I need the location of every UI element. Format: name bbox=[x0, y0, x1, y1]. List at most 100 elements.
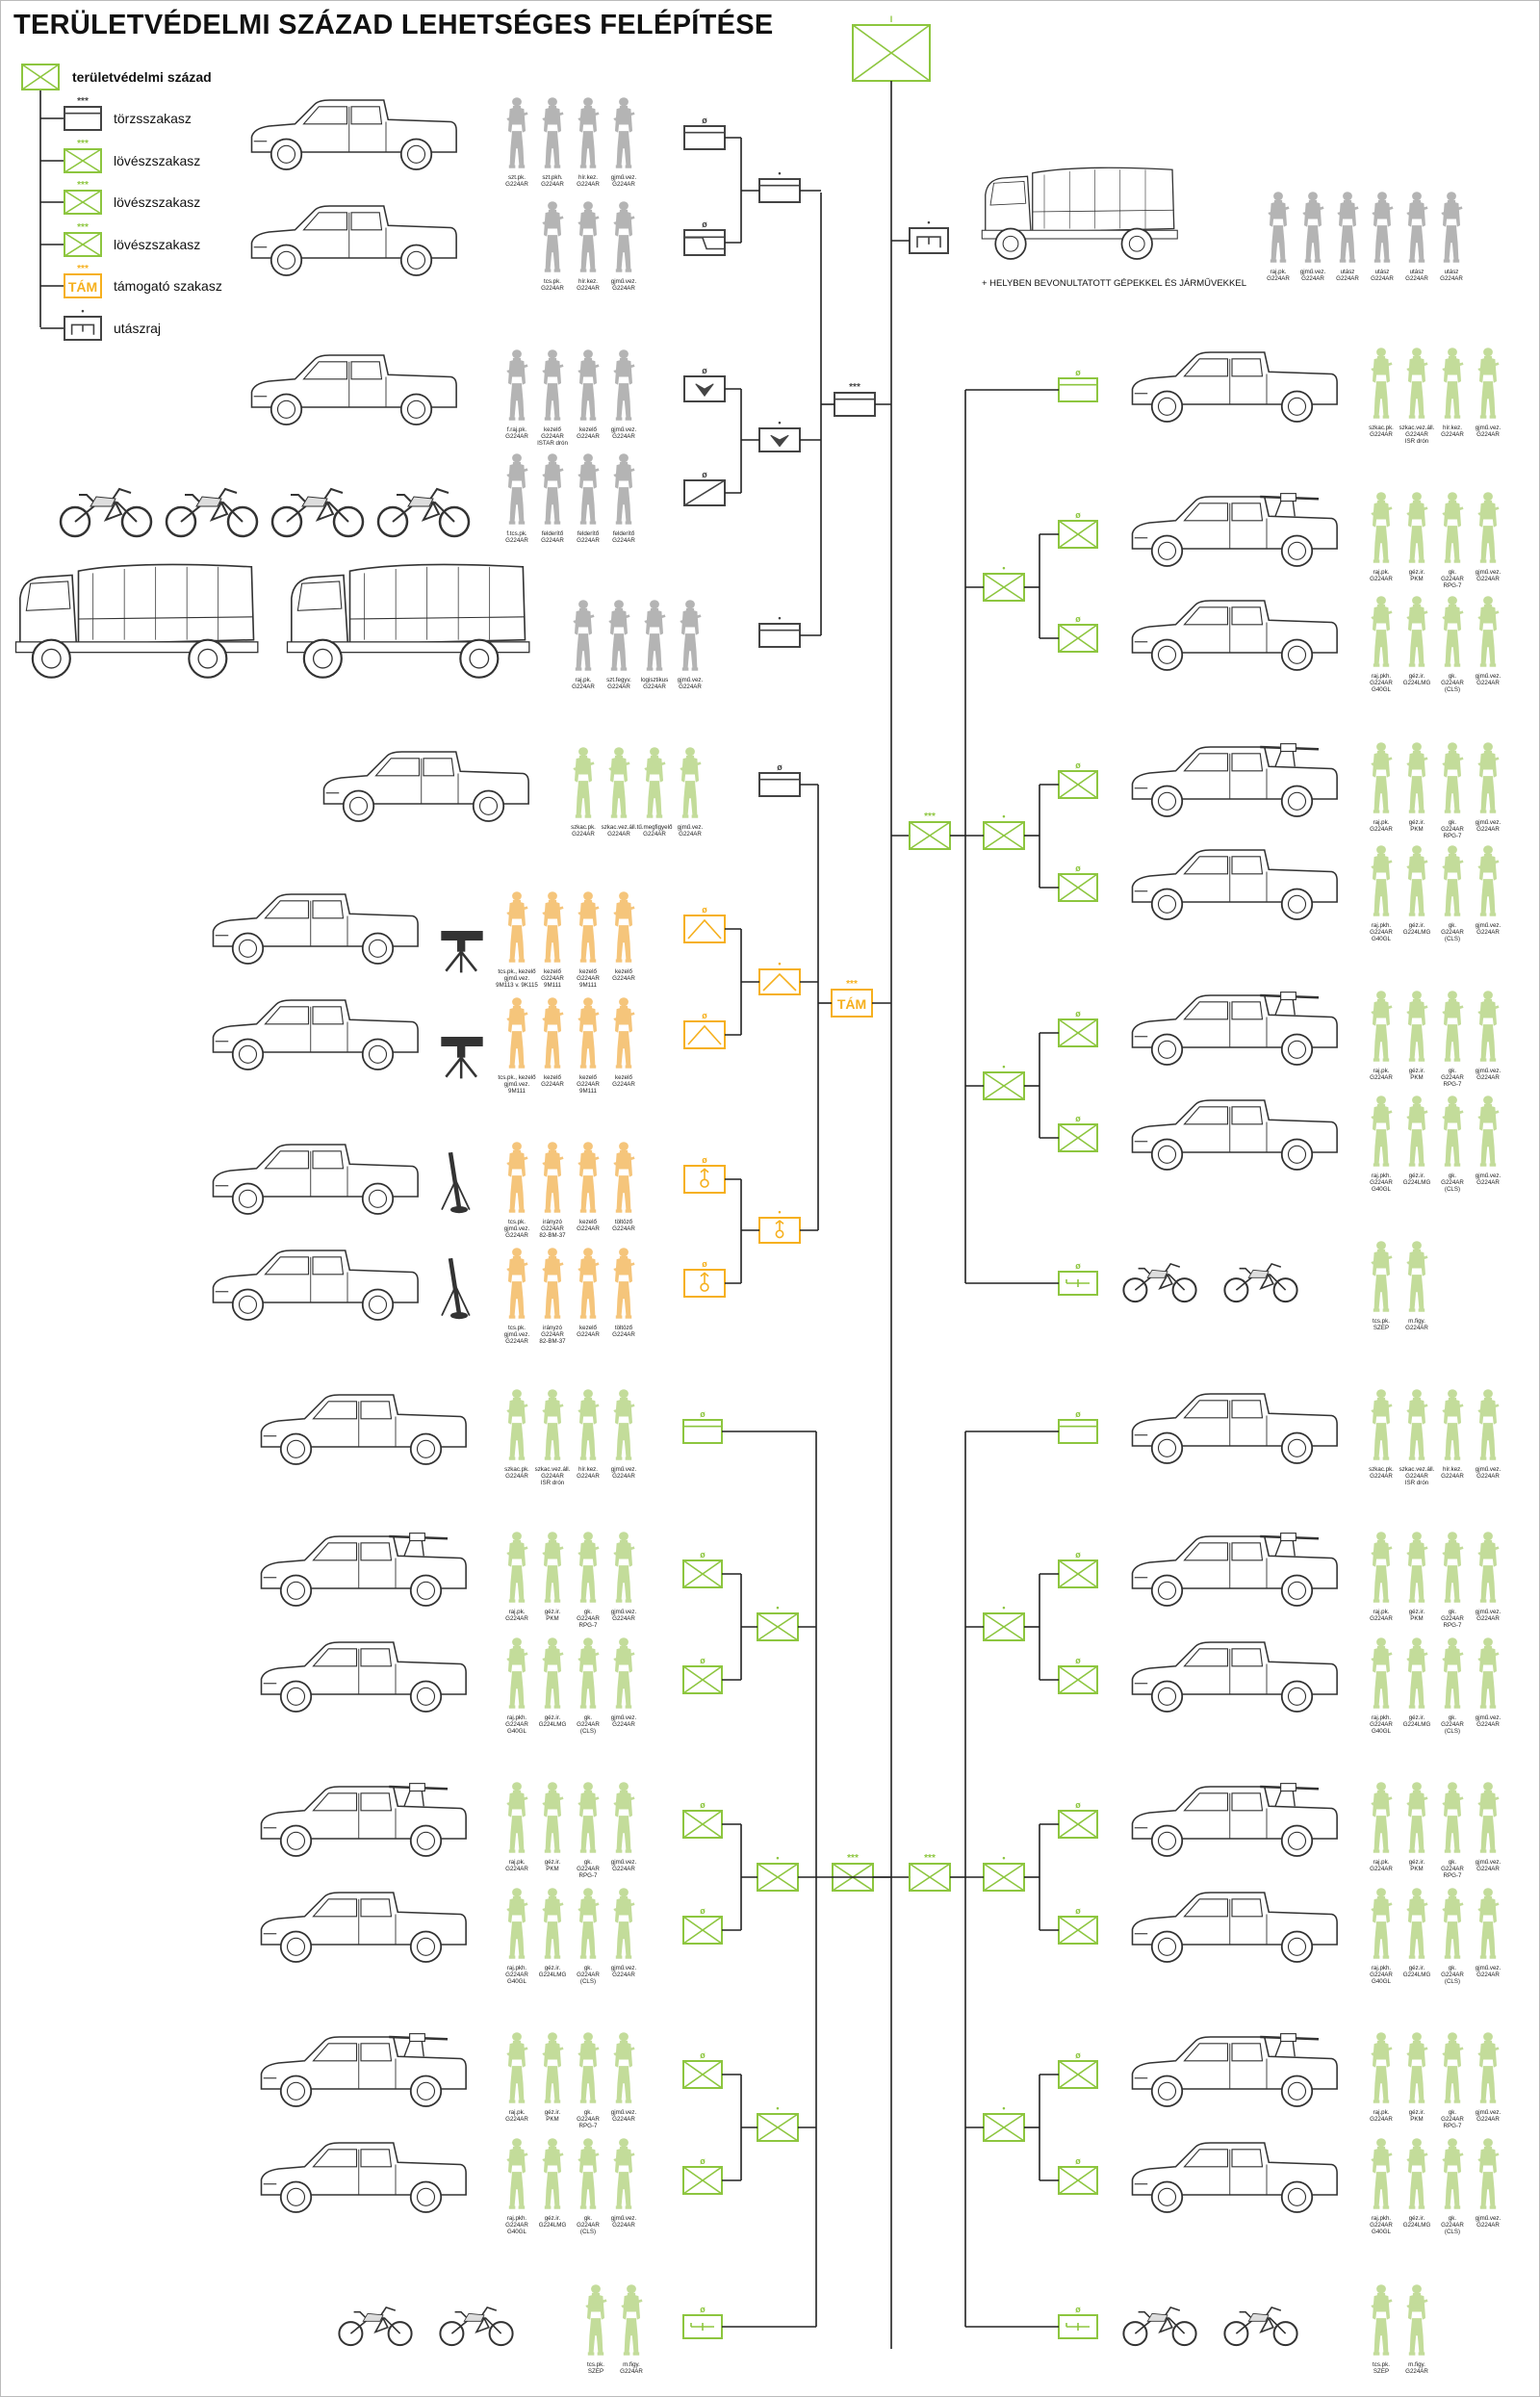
role-label: raj.pk.G224AR bbox=[1267, 269, 1290, 282]
echelon-mark: ø bbox=[700, 1550, 706, 1559]
squad-symbol[interactable]: ø bbox=[1058, 1009, 1098, 1047]
squad-symbol[interactable]: ø bbox=[1058, 1906, 1098, 1945]
squad-group-symbol[interactable]: • bbox=[757, 1603, 799, 1641]
soldier-figure bbox=[578, 1782, 600, 1853]
squad-group-symbol[interactable]: • bbox=[983, 812, 1025, 850]
soldier-figure bbox=[1371, 1637, 1393, 1709]
echelon-mark: • bbox=[1002, 1603, 1005, 1612]
legend-item-3[interactable]: *** bbox=[64, 222, 102, 257]
role-label: gjmű.vez.G224AR bbox=[1476, 1609, 1502, 1622]
soldier-figure bbox=[1371, 742, 1393, 813]
legend-item-4[interactable]: ***TÁM bbox=[64, 264, 102, 298]
squad-symbol[interactable]: ø bbox=[682, 1800, 723, 1839]
squad-symbol[interactable]: ø bbox=[682, 2050, 723, 2089]
rifle-platoon-symbol[interactable]: *** bbox=[909, 812, 951, 850]
role-label: géz.ir.PKM bbox=[1409, 1068, 1425, 1081]
pickup-vehicle bbox=[212, 1144, 420, 1215]
soldier-figure bbox=[613, 1782, 635, 1853]
rifle-platoon-symbol[interactable]: *** bbox=[832, 1853, 874, 1892]
squad-group-symbol[interactable]: • bbox=[983, 2103, 1025, 2142]
observer-squad-symbol[interactable]: ø bbox=[682, 2305, 723, 2339]
pickup-vehicle bbox=[1131, 351, 1339, 423]
squad-symbol[interactable]: ø bbox=[1058, 510, 1098, 549]
echelon-mark: ø bbox=[700, 2050, 706, 2060]
motorbike bbox=[1122, 1262, 1197, 1303]
role-label: raj.pk.G224AR bbox=[572, 677, 595, 690]
squad-group-symbol[interactable]: • bbox=[757, 1853, 799, 1892]
squad-symbol[interactable]: ø bbox=[1058, 2050, 1098, 2089]
support-hq-squad-symbol[interactable]: ø bbox=[758, 762, 801, 797]
platoon-hq-symbol[interactable]: ø bbox=[1058, 1409, 1098, 1444]
squad-symbol[interactable]: ø bbox=[1058, 1114, 1098, 1152]
mortar-squad-symbol[interactable]: ø bbox=[683, 1259, 726, 1298]
atgm-squad-symbol[interactable]: ø bbox=[683, 905, 726, 943]
squad-symbol[interactable]: ø bbox=[1058, 760, 1098, 799]
soldier-figure bbox=[613, 891, 635, 963]
squad-group-symbol[interactable]: • bbox=[757, 2103, 799, 2142]
platoon-hq-symbol[interactable]: ø bbox=[1058, 368, 1098, 402]
engineer-squad-symbol[interactable]: • bbox=[909, 218, 949, 254]
squad-group-symbol[interactable]: • bbox=[983, 563, 1025, 602]
echelon-mark: • bbox=[1002, 563, 1005, 573]
role-label: f.tcs.pk.G224AR bbox=[505, 530, 528, 544]
squad-group-symbol[interactable]: • bbox=[983, 1853, 1025, 1892]
legend-item-1[interactable]: *** bbox=[64, 139, 102, 173]
echelon-mark: ø bbox=[1075, 1009, 1081, 1018]
soldier-figure bbox=[613, 1637, 635, 1709]
pickup-vehicle bbox=[322, 751, 530, 822]
staff-group-symbol[interactable]: • bbox=[758, 168, 801, 203]
mortar-group-symbol[interactable]: • bbox=[758, 1207, 801, 1244]
soldier-figure bbox=[1442, 2138, 1464, 2209]
squad-group-symbol[interactable]: • bbox=[983, 1603, 1025, 1641]
legend-item-2[interactable]: *** bbox=[64, 180, 102, 215]
echelon-mark: ø bbox=[700, 1656, 706, 1665]
soldier-figure bbox=[542, 997, 564, 1069]
squad-symbol[interactable]: ø bbox=[1058, 1656, 1098, 1694]
soldier-figure bbox=[621, 2284, 643, 2356]
legend-item-5[interactable]: • bbox=[64, 306, 102, 341]
mortar-squad-symbol[interactable]: ø bbox=[683, 1155, 726, 1194]
observer-squad-symbol[interactable]: ø bbox=[1058, 1261, 1098, 1296]
squad-symbol[interactable]: ø bbox=[1058, 1800, 1098, 1839]
hq-platoon-symbol[interactable]: *** bbox=[834, 382, 876, 417]
echelon-mark: • bbox=[1002, 1853, 1005, 1863]
atgm-squad-symbol[interactable]: ø bbox=[683, 1011, 726, 1049]
recon-drone-squad-symbol[interactable]: ø bbox=[683, 470, 726, 506]
squad-symbol[interactable]: ø bbox=[1058, 614, 1098, 653]
platoon-hq-symbol[interactable]: ø bbox=[682, 1409, 723, 1444]
role-label: gjmű.vez.G224AR bbox=[611, 1859, 637, 1872]
atgm-group-symbol[interactable]: • bbox=[758, 959, 801, 995]
soldier-figure bbox=[1406, 1095, 1428, 1167]
squad-symbol[interactable]: ø bbox=[1058, 2156, 1098, 2195]
role-label: gjmű.vez.G224AR bbox=[1476, 1173, 1502, 1186]
recon-squad-symbol[interactable]: ø bbox=[683, 366, 726, 402]
signal-squad-symbol[interactable]: ø bbox=[683, 219, 726, 256]
staff-squad-symbol[interactable]: ø bbox=[683, 116, 726, 150]
recon-group-symbol[interactable]: • bbox=[758, 418, 801, 452]
squad-symbol[interactable]: ø bbox=[1058, 863, 1098, 902]
squad-symbol[interactable]: ø bbox=[682, 1906, 723, 1945]
rifle-platoon-symbol[interactable]: *** bbox=[909, 1853, 951, 1892]
squad-symbol[interactable]: ø bbox=[682, 1550, 723, 1588]
role-label: géz.ir.PKM bbox=[1409, 2109, 1425, 2123]
squad-symbol[interactable]: ø bbox=[682, 2156, 723, 2195]
squad-symbol[interactable]: ø bbox=[682, 1656, 723, 1694]
company-symbol[interactable]: I bbox=[852, 14, 931, 82]
legend-item-0[interactable]: *** bbox=[64, 96, 102, 131]
role-label: géz.ir.G224LMG bbox=[1403, 922, 1431, 936]
observer-squad-symbol[interactable]: ø bbox=[1058, 2305, 1098, 2339]
legend-company-symbol[interactable] bbox=[21, 64, 60, 90]
soldier-figure bbox=[1371, 1782, 1393, 1853]
role-label: szkac.pk.G224AR bbox=[1369, 425, 1394, 438]
logistics-squad-symbol[interactable]: • bbox=[758, 613, 801, 648]
squad-group-symbol[interactable]: • bbox=[983, 1062, 1025, 1100]
soldier-figure bbox=[608, 600, 630, 671]
echelon-mark: ø bbox=[1075, 2305, 1081, 2314]
role-label: géz.ir.PKM bbox=[1409, 1609, 1425, 1622]
squad-symbol[interactable]: ø bbox=[1058, 1550, 1098, 1588]
